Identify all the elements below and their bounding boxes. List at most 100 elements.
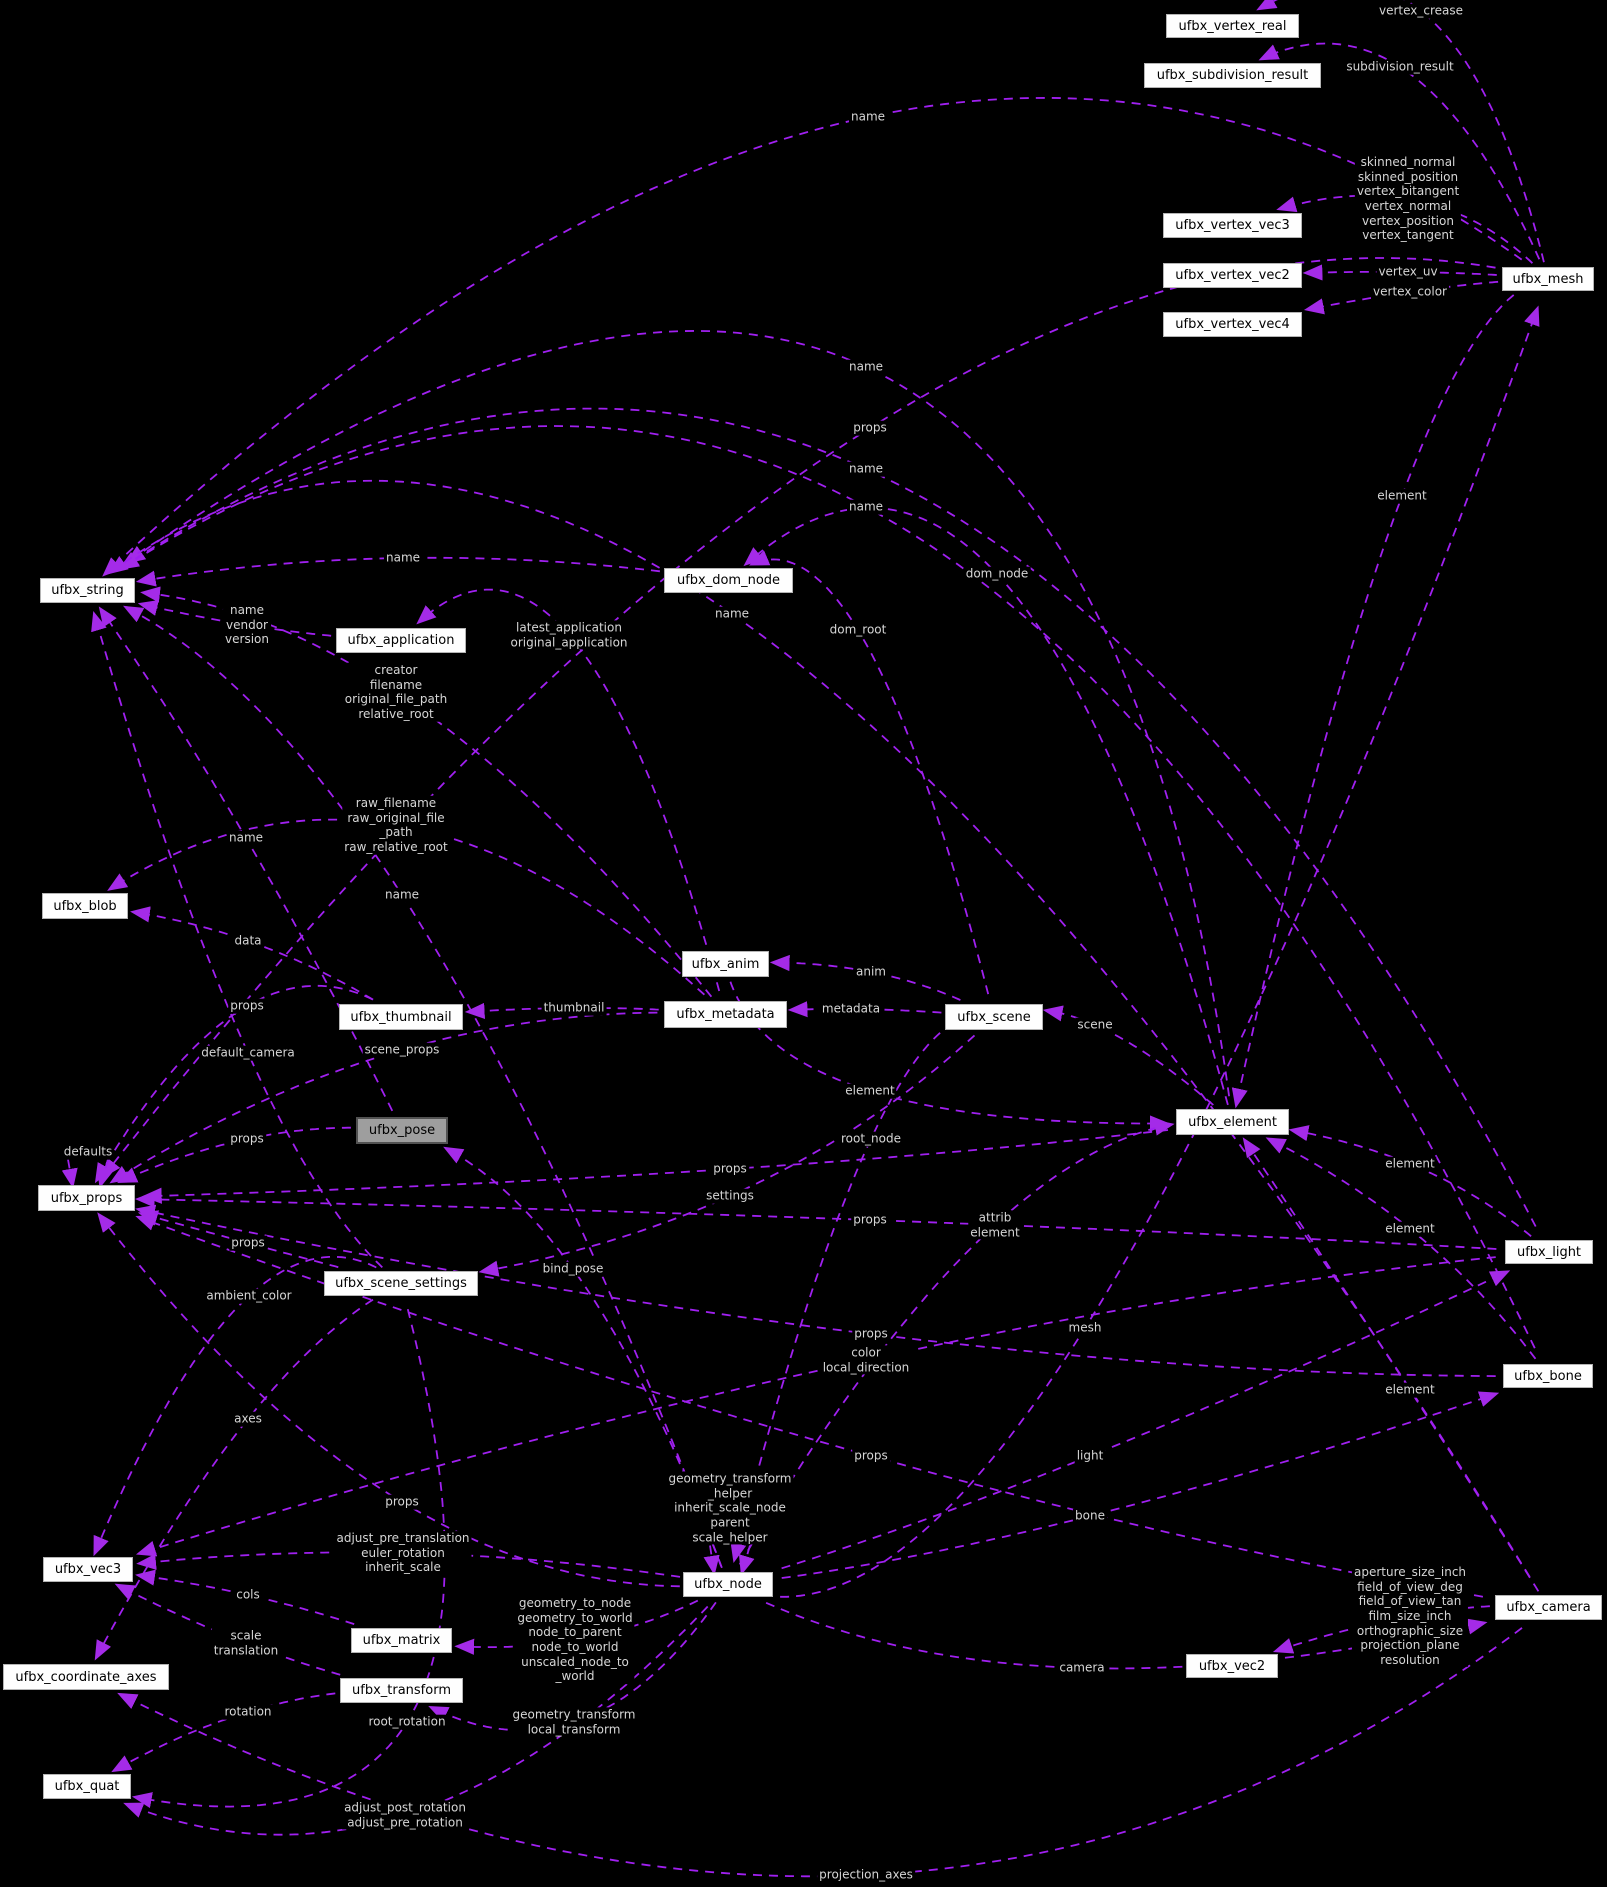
edge-label-pose-string: name (226, 830, 266, 846)
edge-label-metadata-string: creator filename original_file_path rela… (342, 662, 450, 722)
edge (1042, 1005, 1214, 1106)
edge-label-node-vec3: adjust_pre_translation euler_rotation in… (334, 1531, 472, 1575)
edge-label-node-props: props (383, 1494, 421, 1510)
edge-label-scene_settings-coordinate_axes: axes (232, 1411, 264, 1427)
edge (730, 1032, 941, 1563)
node-ufbx_metadata[interactable]: ufbx_metadata (664, 1001, 787, 1028)
edge-label-scene-anim: anim (854, 964, 888, 980)
edge-label-camera-string: name (712, 606, 752, 622)
edge-label-thumbnail-props: props (228, 998, 266, 1014)
edge-label-mesh-string: name (848, 109, 888, 125)
edge-label-node-bone: bone (1073, 1508, 1107, 1524)
edge-label-metadata-thumbnail: thumbnail (541, 1000, 607, 1016)
edge (94, 984, 373, 1184)
edge (109, 1011, 658, 1184)
edge (141, 1129, 1169, 1204)
node-ufbx_subdivision_result[interactable]: ufbx_subdivision_result (1144, 63, 1321, 88)
edge-label-node-matrix: geometry_to_node geometry_to_world node_… (515, 1596, 635, 1684)
node-ufbx_string[interactable]: ufbx_string (40, 578, 135, 603)
edge (61, 1159, 78, 1189)
edge-label-node-light: light (1074, 1448, 1106, 1464)
edge-label-thumbnail-blob: data (232, 933, 264, 949)
node-ufbx_scene[interactable]: ufbx_scene (945, 1004, 1043, 1030)
node-ufbx_node[interactable]: ufbx_node (683, 1572, 773, 1597)
node-ufbx_pose[interactable]: ufbx_pose (356, 1117, 448, 1144)
edge (443, 1146, 723, 1569)
edge-label-scene_settings-vec3: ambient_color (204, 1288, 294, 1304)
edge-label-node-camera: camera (1057, 1660, 1107, 1676)
edge-label-application-string: name vendor version (223, 603, 271, 647)
node-ufbx_vertex_vec2[interactable]: ufbx_vertex_vec2 (1163, 263, 1302, 288)
node-ufbx_vec3[interactable]: ufbx_vec3 (43, 1557, 133, 1582)
edge-label-scene_settings-quat: root_rotation (366, 1714, 448, 1730)
node-ufbx_matrix[interactable]: ufbx_matrix (351, 1628, 452, 1653)
edge (91, 610, 383, 1269)
edge (118, 407, 1537, 1227)
edge-label-camera-props: props (852, 1448, 890, 1464)
edge-label-mesh-subdivision_result: subdivision_result (1344, 59, 1456, 75)
edge-label-camera-vec2: aperture_size_inch field_of_view_deg fie… (1351, 1564, 1469, 1668)
edge-label-element-string: name (846, 359, 886, 375)
edge-label-node-mesh: mesh (1066, 1320, 1104, 1336)
edge-label-mesh-vertex_real: vertex_crease (1376, 3, 1466, 19)
edge (123, 605, 722, 1567)
node-ufbx_anim[interactable]: ufbx_anim (682, 951, 769, 977)
edge-label-node-node: geometry_transform _helper inherit_scale… (666, 1471, 794, 1545)
node-ufbx_application[interactable]: ufbx_application (336, 628, 466, 653)
node-ufbx_mesh[interactable]: ufbx_mesh (1502, 267, 1594, 291)
node-ufbx_vec2[interactable]: ufbx_vec2 (1186, 1654, 1278, 1678)
edge (738, 1119, 1175, 1565)
edge (117, 1627, 1523, 1878)
edge-label-node-string: name (382, 887, 422, 903)
edge-label-mesh-vertex_vec4: vertex_color (1371, 284, 1449, 300)
edge (93, 1255, 377, 1557)
edge-label-node-quat: adjust_post_rotation adjust_pre_rotation (342, 1800, 468, 1830)
node-ufbx_vertex_vec4[interactable]: ufbx_vertex_vec4 (1163, 312, 1302, 337)
edge (1242, 1137, 1540, 1592)
edge-label-dom_node-string: name (383, 550, 423, 566)
edge (1288, 1125, 1532, 1237)
node-ufbx_coordinate_axes[interactable]: ufbx_coordinate_axes (3, 1664, 169, 1690)
node-ufbx_thumbnail[interactable]: ufbx_thumbnail (339, 1004, 463, 1030)
edge (101, 257, 1496, 1179)
edge-label-camera-coordinate_axes: projection_axes (817, 1867, 915, 1883)
edge-label-metadata-props: scene_props (362, 1042, 442, 1058)
node-ufbx_vertex_real[interactable]: ufbx_vertex_real (1166, 14, 1299, 38)
edge (97, 1159, 113, 1189)
edge (1265, 1137, 1537, 1360)
node-ufbx_camera[interactable]: ufbx_camera (1495, 1595, 1602, 1620)
node-ufbx_light[interactable]: ufbx_light (1505, 1240, 1593, 1264)
edge-label-metadata-blob: raw_filename raw_original_file _path raw… (342, 795, 450, 855)
node-ufbx_quat[interactable]: ufbx_quat (43, 1774, 131, 1799)
edge (94, 1298, 374, 1661)
edge-label-mesh-vertex_vec2: vertex_uv (1376, 264, 1440, 280)
edge-label-mesh-element: element (1375, 488, 1429, 504)
edge-label-node-pose: bind_pose (540, 1261, 606, 1277)
edge (135, 1204, 1496, 1377)
node-ufbx_vertex_vec3[interactable]: ufbx_vertex_vec3 (1163, 213, 1302, 238)
node-ufbx_blob[interactable]: ufbx_blob (42, 893, 128, 919)
edge (107, 479, 1531, 1578)
edge (97, 1212, 680, 1588)
edge-label-node-transform: geometry_transform local_transform (510, 1707, 638, 1737)
edge (135, 1256, 1496, 1557)
edge-label-pose-props: props (228, 1131, 266, 1147)
edge (102, 96, 1523, 577)
node-ufbx_bone[interactable]: ufbx_bone (1503, 1364, 1593, 1388)
edge-label-light-string: name (846, 461, 886, 477)
edge-label-scene-metadata: metadata (819, 1001, 883, 1017)
node-ufbx_element[interactable]: ufbx_element (1176, 1109, 1289, 1135)
edge-label-scene-node: root_node (838, 1131, 904, 1147)
node-ufbx_dom_node[interactable]: ufbx_dom_node (664, 568, 793, 593)
edge-label-scene_settings-props: props (229, 1235, 267, 1251)
node-ufbx_scene_settings[interactable]: ufbx_scene_settings (324, 1271, 478, 1296)
node-ufbx_props[interactable]: ufbx_props (38, 1185, 135, 1211)
edge-label-camera-element: element (1383, 1382, 1437, 1398)
edge-label-bone-element: element (1383, 1221, 1437, 1237)
node-ufbx_transform[interactable]: ufbx_transform (340, 1678, 463, 1703)
edge (729, 981, 1170, 1132)
edge (130, 906, 374, 1001)
edge-label-transform-quat: rotation (222, 1704, 274, 1720)
edge-label-matrix-vec3: cols (234, 1587, 262, 1603)
edge (131, 1308, 446, 1809)
